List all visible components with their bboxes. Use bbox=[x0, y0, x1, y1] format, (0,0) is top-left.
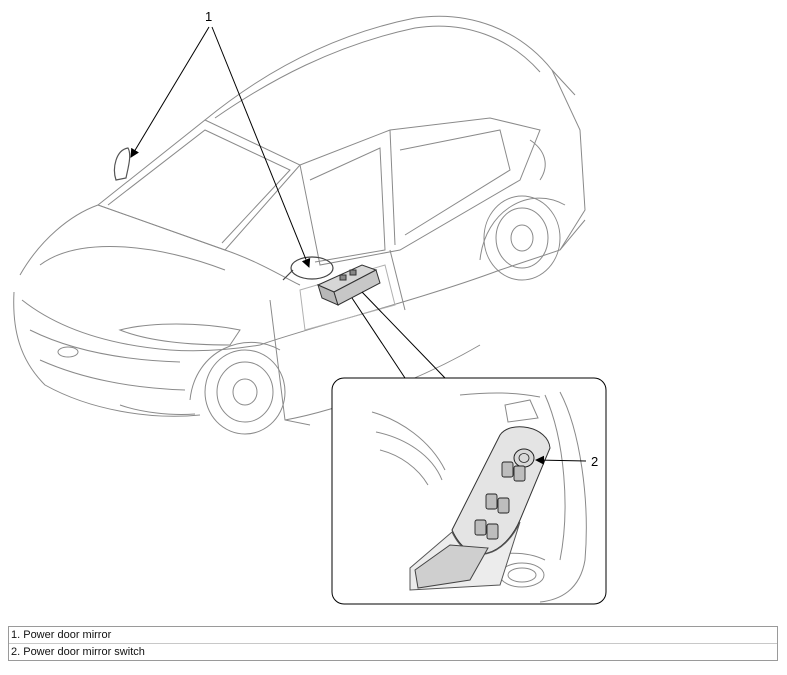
callout-2-label: 2 bbox=[591, 454, 598, 469]
legend-table: 1. Power door mirror 2. Power door mirro… bbox=[8, 626, 778, 661]
car-line-drawing: 1 2 bbox=[13, 9, 607, 605]
detail-connector-lines bbox=[351, 291, 446, 379]
detail-inset bbox=[331, 377, 607, 605]
right-mirror-drawing bbox=[282, 256, 334, 281]
legend-item-power-door-mirror: 1. Power door mirror bbox=[11, 629, 112, 641]
callout-2-leader bbox=[535, 455, 587, 465]
callout-1-leaders bbox=[130, 26, 311, 268]
left-mirror-drawing bbox=[113, 147, 131, 181]
door-switch-panel-drawing bbox=[316, 264, 381, 306]
callout-1-label: 1 bbox=[205, 9, 212, 24]
car-body bbox=[13, 15, 586, 435]
legend-item-power-door-mirror-switch: 2. Power door mirror switch bbox=[9, 643, 777, 660]
